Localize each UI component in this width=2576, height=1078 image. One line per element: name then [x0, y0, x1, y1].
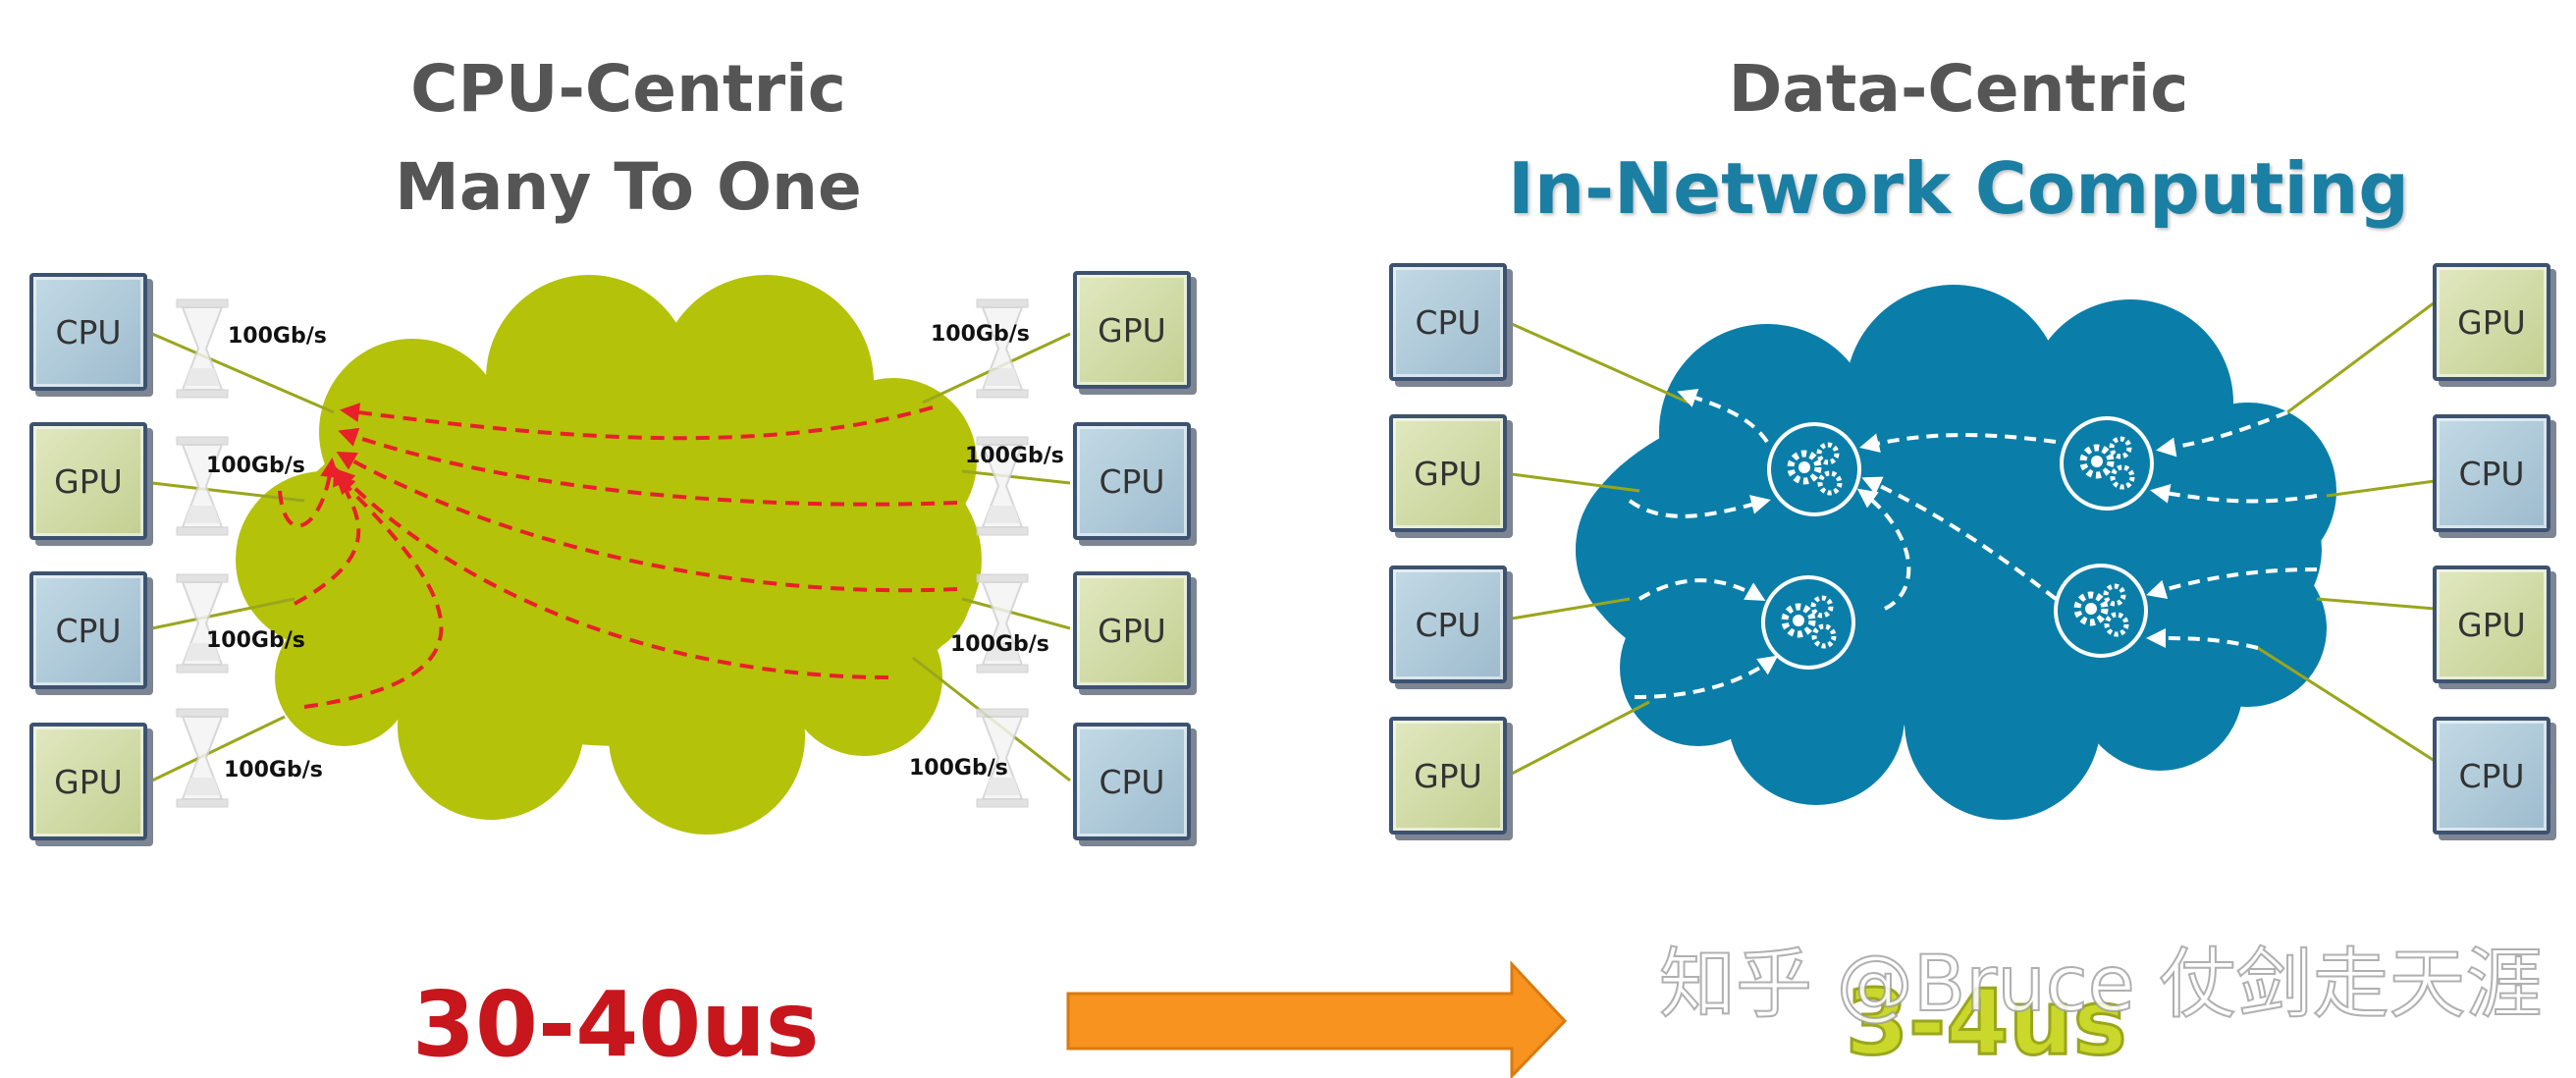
bandwidth-label: 100Gb/s [206, 454, 305, 478]
right-panel-left-node-1: CPU [1389, 263, 1507, 381]
hourglass-icon [176, 708, 229, 808]
right-latency: 3-4us [1844, 969, 2127, 1077]
left-panel-right-node-3: GPU [1073, 571, 1191, 689]
right-cloud [1576, 285, 2336, 820]
left-flow-lines [278, 403, 958, 709]
bandwidth-label: 100Gb/s [931, 322, 1030, 347]
right-flow-lines [1628, 388, 2318, 699]
left-cloud [236, 275, 982, 835]
bandwidth-label: 100Gb/s [950, 632, 1049, 657]
hourglass-icon [976, 573, 1029, 674]
bandwidth-label: 100Gb/s [909, 756, 1008, 781]
right-panel-right-node-3: GPU [2433, 566, 2550, 683]
watermark: 知乎 @Bruce 仗剑走天涯 [1658, 940, 2543, 1030]
bandwidth-label: 100Gb/s [228, 324, 327, 349]
left-node-1: CPU [29, 273, 147, 391]
right-panel-left-node-2: GPU [1389, 414, 1507, 532]
right-title-line1: Data-Centric [1728, 51, 2189, 127]
right-title-line2: In-Network Computing [1508, 147, 2409, 230]
right-panel-right-node-4: CPU [2433, 717, 2550, 835]
right-panel-right-node-2: CPU [2433, 414, 2550, 532]
left-panel-right-node-2: CPU [1073, 422, 1191, 540]
left-node-4: GPU [29, 723, 147, 840]
right-panel-left-node-3: CPU [1389, 566, 1507, 683]
bandwidth-label: 100Gb/s [224, 758, 323, 782]
bandwidth-label: 100Gb/s [206, 628, 305, 653]
hourglass-icon [976, 298, 1029, 399]
arrow-right-icon [1066, 960, 1568, 1078]
left-title-line1: CPU-Centric [410, 51, 846, 127]
left-latency: 30-40us [412, 972, 820, 1077]
right-panel-right-node-1: GPU [2433, 263, 2550, 381]
right-panel-left-node-4: GPU [1389, 717, 1507, 835]
hourglass-icon [176, 573, 229, 674]
left-node-3: CPU [29, 571, 147, 689]
left-panel-right-node-4: CPU [1073, 723, 1191, 840]
right-connectors [1511, 300, 2436, 776]
bandwidth-label: 100Gb/s [965, 444, 1064, 468]
left-panel-right-node-1: GPU [1073, 271, 1191, 389]
left-title-line2: Many To One [395, 149, 862, 225]
left-node-2: GPU [29, 422, 147, 540]
